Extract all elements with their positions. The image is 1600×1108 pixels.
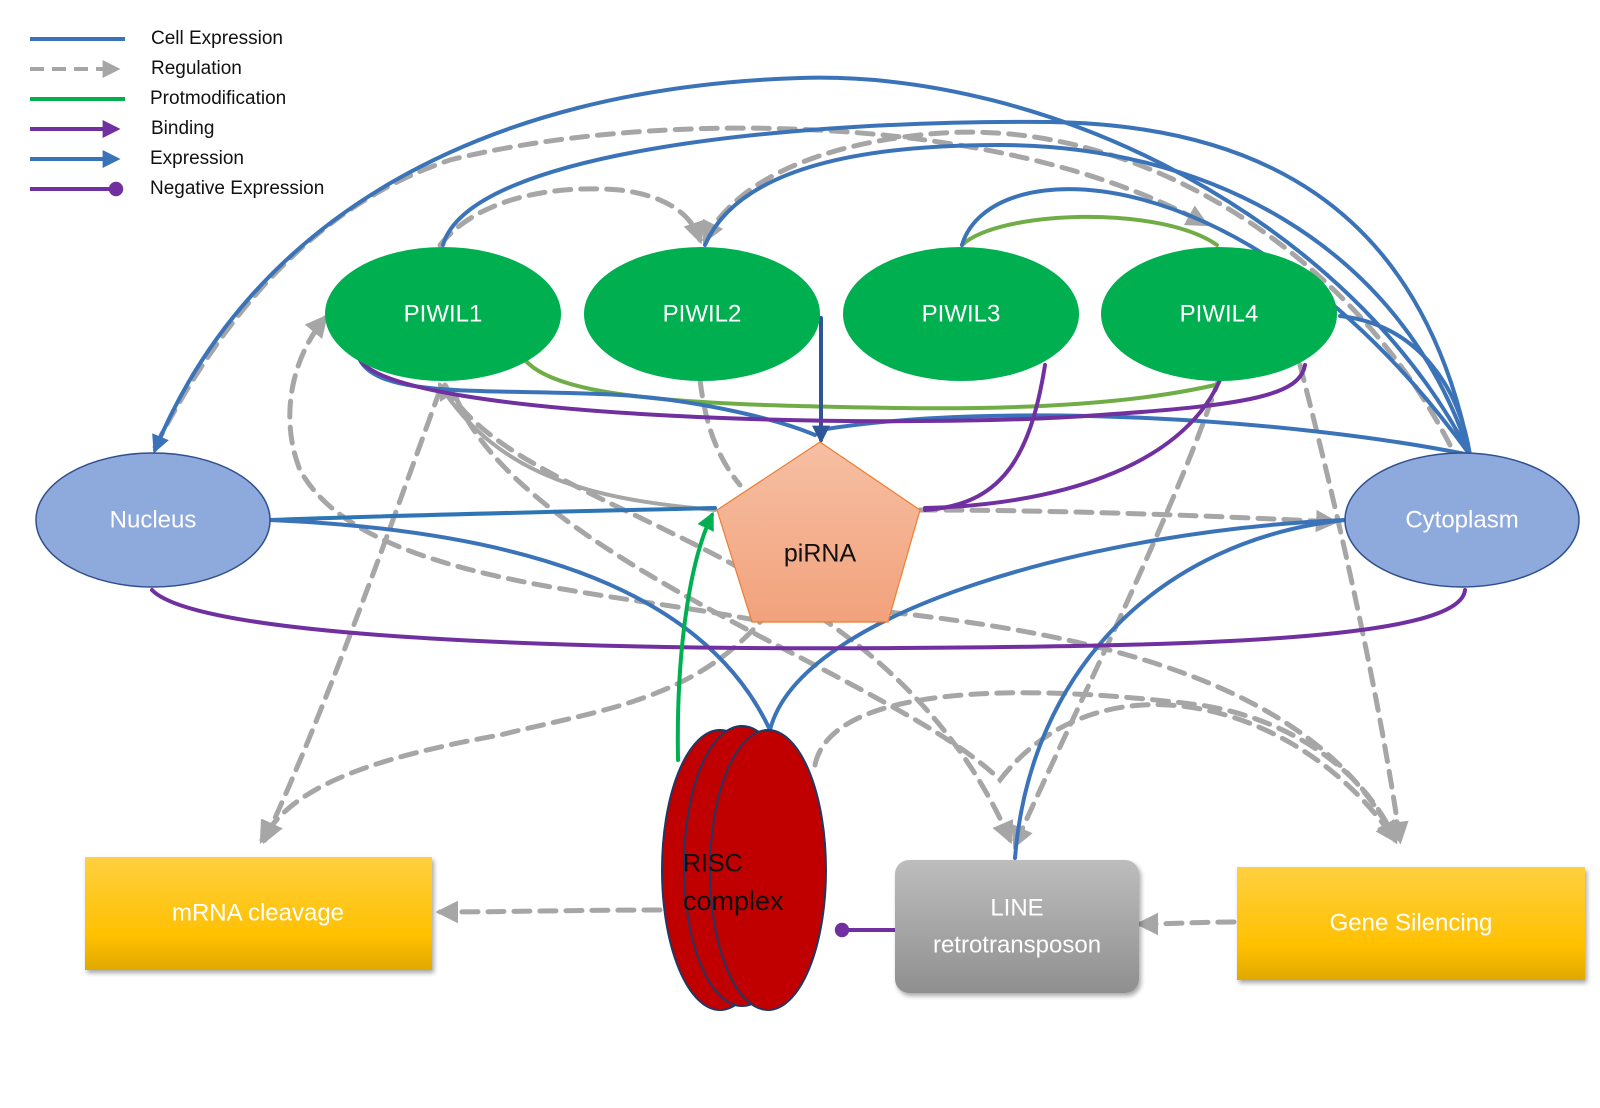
regulation-edge-piwil1-gene <box>452 392 1398 844</box>
piwil2-shape <box>584 247 820 381</box>
piwil4-label: PIWIL4 <box>1180 300 1259 327</box>
mrna-label: mRNA cleavage <box>172 899 344 926</box>
binding-edges <box>150 358 1467 938</box>
regulation-edge-gene-line <box>1135 912 1237 936</box>
binding-edge-piwil1-piwil4 <box>358 358 1307 424</box>
piwil2-label: PIWIL2 <box>663 300 742 327</box>
cytoplasm-label: Cytoplasm <box>1405 506 1518 533</box>
gene-shape <box>1237 867 1585 980</box>
node-nucleus[interactable]: Nucleus <box>35 452 271 588</box>
line-shape <box>895 860 1139 993</box>
legend-label: Cell Expression <box>151 28 283 49</box>
regulation-edge-pirna-mrna <box>259 607 773 844</box>
regulation-edge-piwil4-line <box>1012 372 1223 850</box>
node-piwil4[interactable]: PIWIL4 <box>1101 247 1337 381</box>
line-label-line2: retrotransposon <box>933 931 1101 958</box>
protmodification-edges <box>523 214 1219 411</box>
risc-shape-front <box>709 729 827 1011</box>
legend-item-expression: Expression <box>30 148 244 169</box>
binding-edge-piwil3-pirna <box>923 363 1047 512</box>
legend-label: Expression <box>150 148 244 169</box>
regulation-edge-cytoplasm-piwil2 <box>702 129 1453 448</box>
edge-piwil2-piwil4 <box>523 358 1217 411</box>
regulation-edge-piwil2-pirna <box>697 377 743 488</box>
edge-piwil3-cytoplasm <box>960 187 1472 457</box>
piwil1-label: PIWIL1 <box>404 300 483 327</box>
pirna-shape <box>716 441 921 623</box>
node-piwil3[interactable]: PIWIL3 <box>843 247 1079 381</box>
legend-item-protmodification: Protmodification <box>30 88 286 109</box>
node-gene-silencing[interactable]: Gene Silencing <box>1237 867 1585 980</box>
piwil3-label: PIWIL3 <box>922 300 1001 327</box>
node-pirna[interactable]: piRNA <box>716 441 921 623</box>
legend: Cell Expression Regulation Protmodificat… <box>30 28 324 199</box>
mrna-shape <box>85 857 432 970</box>
binding-edge-nucleus-cytoplasm <box>150 588 1467 651</box>
legend-label: Binding <box>151 118 214 139</box>
node-piwil2[interactable]: PIWIL2 <box>584 247 820 381</box>
edge-piwil3-piwil4 <box>960 214 1219 247</box>
regulation-edge-risc-piwil1 <box>287 314 758 623</box>
edge-piwil4-cytoplasm <box>1338 314 1472 457</box>
regulation-edge-pirna-cytoplasm <box>917 507 1339 533</box>
edge-nucleus-pirna <box>268 506 717 522</box>
nucleus-shape <box>35 452 271 588</box>
legend-item-negative-expression: Negative Expression <box>30 178 324 199</box>
edges <box>150 75 1472 938</box>
legend-label: Negative Expression <box>150 178 324 199</box>
piwil1-shape <box>325 247 561 381</box>
legend-item-cell-expression: Cell Expression <box>30 28 283 49</box>
node-piwil1[interactable]: PIWIL1 <box>325 247 561 381</box>
nucleus-label: Nucleus <box>110 506 197 533</box>
cell-expression-edges <box>268 119 1472 860</box>
regulation-edge-risc-mrna <box>435 900 663 924</box>
edge-risc-cytoplasm <box>768 518 1347 732</box>
edge-nucleus-risc <box>268 518 772 732</box>
edge-piwil1-cytoplasm <box>441 119 1472 457</box>
binding-edge-piwil4-pirna <box>923 378 1222 510</box>
edge-cytoplasm-line <box>1013 518 1347 860</box>
edge-piwil2-cytoplasm <box>703 142 1472 457</box>
pirna-label: piRNA <box>784 540 857 568</box>
gene-label: Gene Silencing <box>1330 909 1493 936</box>
risc-label-line2: complex <box>683 886 784 916</box>
line-label-line1: LINE <box>990 894 1043 921</box>
protmodification-edge-risc-pirna <box>675 511 714 762</box>
legend-item-binding: Binding <box>30 118 214 139</box>
legend-label: Protmodification <box>150 88 286 109</box>
node-mrna-cleavage[interactable]: mRNA cleavage <box>85 857 432 970</box>
legend-label: Regulation <box>151 58 242 79</box>
cytoplasm-shape <box>1344 452 1580 588</box>
regulation-edge-piwil1-line <box>442 382 1014 845</box>
regulation-edge-piwil1-piwil2 <box>437 186 705 248</box>
expression-edge-cytoplasm-nucleus <box>152 75 1472 457</box>
piwil3-shape <box>843 247 1079 381</box>
node-risc-complex[interactable]: RISC complex <box>661 725 827 1011</box>
node-line-retrotransposon[interactable]: LINE retrotransposon <box>895 860 1139 993</box>
node-cytoplasm[interactable]: Cytoplasm <box>1344 452 1580 588</box>
regulation-edge-piwil1-mrna <box>262 387 443 845</box>
legend-item-regulation: Regulation <box>30 58 242 79</box>
edge-pirna-piwil1 <box>438 381 717 512</box>
risc-label-line1: RISC <box>683 850 743 878</box>
piwil4-shape <box>1101 247 1337 381</box>
